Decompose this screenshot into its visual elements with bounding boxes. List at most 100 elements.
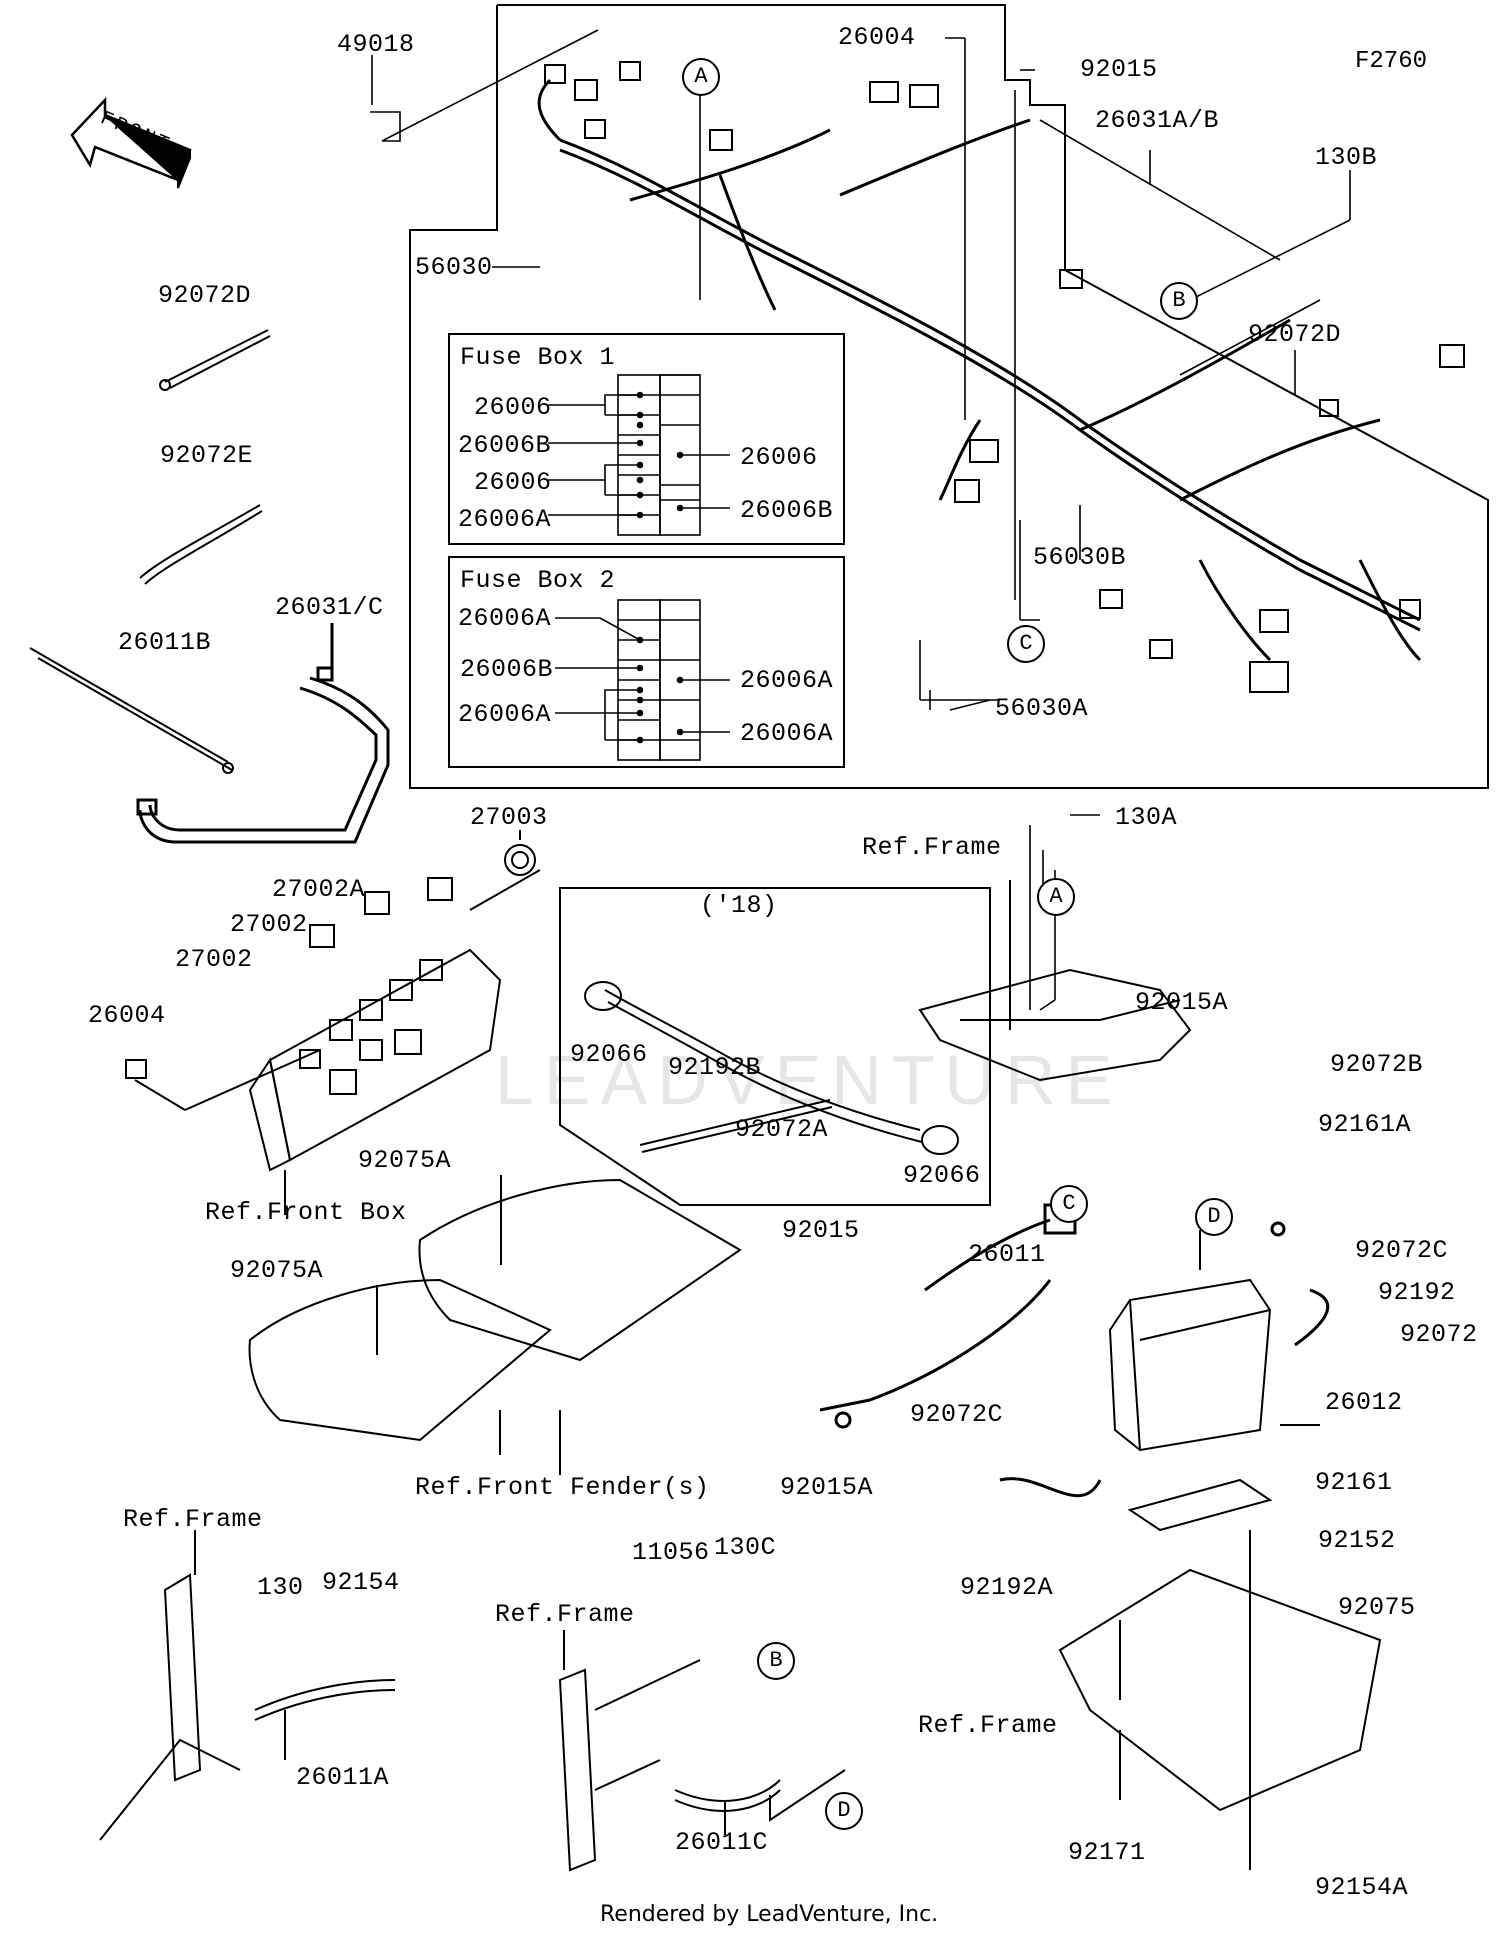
part-26031ab: 26031A/B	[1095, 106, 1220, 135]
part-130a: 130A	[1115, 803, 1178, 832]
fuse-box-2-left-label: 26006B	[460, 655, 554, 684]
part-26011a: 26011A	[296, 1763, 390, 1792]
part-92066: 92066	[570, 1040, 648, 1069]
part-92171: 92171	[1068, 1838, 1146, 1867]
part-92072e: 92072E	[160, 441, 254, 470]
part-27002: 27002	[175, 945, 253, 974]
fuse-box-2-panel: Fuse Box 2 26006A 26006B 26006A 26006A 2…	[448, 556, 845, 768]
part-92015a-top: 92015A	[1135, 988, 1229, 1017]
callout-b-ground: B	[757, 1642, 795, 1680]
harness-connectors	[544, 61, 1465, 693]
callout-c-cable: C	[1050, 1185, 1088, 1223]
fuse-box-1-left-label: 26006	[474, 468, 552, 497]
part-92072: 92072	[1400, 1320, 1478, 1349]
part-26011: 26011	[968, 1240, 1046, 1269]
part-26004-top: 26004	[838, 23, 916, 52]
part-92075a: 92075A	[230, 1256, 324, 1285]
part-26011b: 26011B	[118, 628, 212, 657]
part-92154a: 92154A	[1315, 1873, 1409, 1902]
battery-cable-26031c	[136, 623, 390, 844]
battery-26012	[1108, 1230, 1320, 1532]
footer-credit: Rendered by LeadVenture, Inc.	[600, 1902, 939, 1927]
fuse-box-2-left-label: 26006A	[458, 700, 552, 729]
part-92192b: 92192B	[668, 1053, 762, 1082]
part-92072d-left: 92072D	[158, 281, 252, 310]
part-92161: 92161	[1315, 1468, 1393, 1497]
fuse-box-1-right-label: 26006B	[740, 496, 834, 525]
part-11056: 11056	[632, 1538, 710, 1567]
part-92072c-mid: 92072C	[910, 1400, 1004, 1429]
part-92161a: 92161A	[1318, 1110, 1412, 1139]
fuse-box-2-left-label: 26006A	[458, 604, 552, 633]
fuse-box-2-right-label: 26006A	[740, 666, 834, 695]
fuse-box-1-left-label: 26006	[474, 393, 552, 422]
part-56030a: 56030A	[995, 694, 1089, 723]
part-92152: 92152	[1318, 1526, 1396, 1555]
frame-bottom-middle	[558, 1630, 846, 1872]
cable-ties-left	[29, 329, 271, 774]
part-92154: 92154	[322, 1568, 400, 1597]
fuse-box-2-right-label: 26006A	[740, 719, 834, 748]
part-26031c: 26031/C	[275, 593, 384, 622]
front-box-relay-board	[125, 830, 541, 1215]
callout-d-ground: D	[825, 1792, 863, 1830]
part-27002: 27002	[230, 910, 308, 939]
fuse-box-1-schematic	[548, 374, 730, 536]
part-92072a: 92072A	[735, 1115, 829, 1144]
part-92066: 92066	[903, 1161, 981, 1190]
part-92192a: 92192A	[960, 1573, 1054, 1602]
year-note: ('18)	[700, 891, 778, 920]
part-130c: 130C	[714, 1533, 777, 1562]
ref-frame-bottom-left: Ref.Frame	[123, 1505, 263, 1534]
part-92015a-mid: 92015A	[780, 1473, 874, 1502]
part-49018: 49018	[337, 30, 415, 59]
callout-d-battery: D	[1195, 1198, 1233, 1236]
part-27002a: 27002A	[272, 875, 366, 904]
part-92072c-right: 92072C	[1355, 1236, 1449, 1265]
figure-code: F2760	[1355, 48, 1428, 75]
ref-frame-top: Ref.Frame	[862, 833, 1002, 862]
detail-2018-parts	[584, 981, 959, 1155]
fuse-box-2-title: Fuse Box 2	[460, 566, 616, 595]
part-92075a: 92075A	[358, 1146, 452, 1175]
part-26011c: 26011C	[675, 1828, 769, 1857]
part-130b: 130B	[1315, 143, 1378, 172]
fuse-box-1-left-label: 26006A	[458, 505, 552, 534]
front-fenders	[248, 1175, 742, 1475]
ref-frame-bottom-right: Ref.Frame	[918, 1711, 1058, 1740]
front-arrow-icon	[70, 96, 192, 189]
part-92072d-right: 92072D	[1248, 320, 1342, 349]
callout-a-harness: A	[682, 58, 720, 96]
fuse-box-1-panel: Fuse Box 1 26006 26006B 26006 26006A 260…	[448, 333, 845, 545]
part-130: 130	[257, 1573, 304, 1602]
part-26004-left: 26004	[88, 1001, 166, 1030]
part-92015-mid: 92015	[782, 1216, 860, 1245]
part-56030b: 56030B	[1033, 543, 1127, 572]
callout-c-harness: C	[1007, 625, 1045, 663]
part-92075: 92075	[1338, 1593, 1416, 1622]
main-wiring-harness	[537, 78, 1422, 662]
ref-front-box: Ref.Front Box	[205, 1198, 407, 1227]
cable-26011	[819, 1203, 1330, 1498]
part-92072b: 92072B	[1330, 1050, 1424, 1079]
callout-a-frame: A	[1037, 878, 1075, 916]
part-26012: 26012	[1325, 1388, 1403, 1417]
part-27003: 27003	[470, 803, 548, 832]
frame-top-right	[918, 880, 1192, 1082]
fuse-box-1-title: Fuse Box 1	[460, 343, 616, 372]
frame-bottom-left	[99, 1530, 396, 1841]
callout-b-harness: B	[1160, 282, 1198, 320]
detail-box-2018	[559, 887, 991, 1206]
part-92192: 92192	[1378, 1278, 1456, 1307]
part-56030: 56030	[415, 253, 493, 282]
battery-tray-frame	[1058, 1530, 1382, 1870]
part-92015-top: 92015	[1080, 55, 1158, 84]
fuse-box-1-right-label: 26006	[740, 443, 818, 472]
fuse-box-1-left-label: 26006B	[458, 431, 552, 460]
leader-lines	[370, 29, 1351, 1011]
fuse-box-2-schematic	[555, 599, 730, 761]
ref-frame-bottom-middle: Ref.Frame	[495, 1600, 635, 1629]
ref-front-fenders: Ref.Front Fender(s)	[415, 1473, 710, 1502]
